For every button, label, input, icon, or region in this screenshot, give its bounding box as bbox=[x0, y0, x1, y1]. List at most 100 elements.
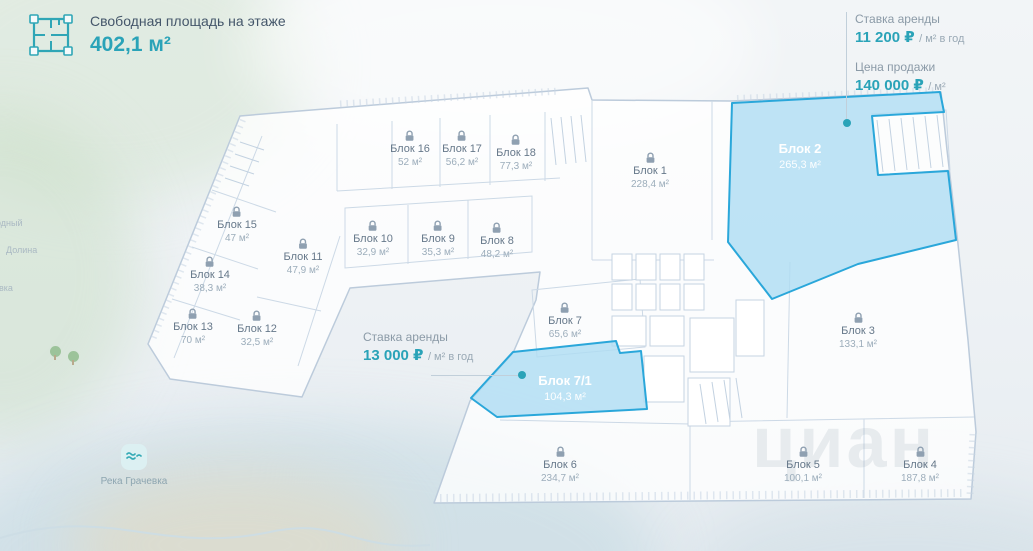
block-2-highlight[interactable] bbox=[727, 91, 957, 300]
lock-icon bbox=[561, 302, 569, 313]
rent-rate-label: Ставка аренды bbox=[855, 12, 940, 26]
header: Свободная площадь на этаже 402,1 м² bbox=[28, 13, 286, 57]
block-area: 35,3 м² bbox=[421, 246, 455, 258]
rent-rate-unit: / м² в год bbox=[919, 33, 965, 46]
rent-rate-unit: / м² в год bbox=[427, 351, 474, 364]
block-area: 32,5 м² bbox=[240, 336, 274, 348]
block-name: Блок 2 bbox=[778, 141, 822, 156]
block-area: 47 м² bbox=[224, 232, 250, 244]
block-name: Блок 16 bbox=[390, 143, 430, 155]
block-name: Блок 10 bbox=[353, 233, 393, 245]
rent-rate-label: Ставка аренды bbox=[363, 330, 448, 344]
block-area: 228,4 м² bbox=[630, 178, 670, 190]
sale-price-label: Цена продажи bbox=[855, 59, 936, 74]
lock-icon bbox=[253, 310, 261, 321]
sale-price-unit: / м² bbox=[928, 80, 946, 93]
block-area: 77,3 м² bbox=[499, 160, 533, 172]
block-name: Блок 1 bbox=[633, 165, 667, 177]
lock-icon bbox=[916, 446, 924, 457]
block-name: Блок 9 bbox=[421, 233, 455, 245]
lock-icon bbox=[646, 152, 654, 163]
block-area: 48,2 м² bbox=[480, 248, 514, 260]
callout-connector-dot bbox=[518, 371, 526, 379]
tree-icon bbox=[68, 351, 79, 365]
lock-icon bbox=[556, 446, 564, 457]
lock-icon bbox=[233, 206, 241, 217]
lock-icon bbox=[299, 238, 307, 249]
block-area: 52 м² bbox=[397, 156, 423, 168]
map-place-label: евка bbox=[0, 283, 13, 293]
block-name: Блок 3 bbox=[841, 325, 875, 337]
block-name: Блок 7/1 bbox=[538, 373, 592, 388]
block-area: 38,3 м² bbox=[193, 282, 227, 294]
rent-rate-value: 11 200 ₽ bbox=[855, 29, 915, 47]
block-name: Блок 17 bbox=[442, 143, 482, 155]
river-line bbox=[0, 525, 431, 547]
block-label[interactable]: Блок 7/1 104,3 м² bbox=[538, 373, 592, 404]
block-area: 32,9 м² bbox=[356, 246, 390, 258]
sale-price-value: 140 000 ₽ bbox=[855, 76, 924, 94]
rent-rate-value: 13 000 ₽ bbox=[363, 347, 424, 365]
block-area: 56,2 м² bbox=[445, 156, 479, 168]
lock-icon bbox=[458, 130, 466, 141]
lock-icon bbox=[406, 130, 414, 141]
river-icon bbox=[121, 444, 147, 470]
block-area: 234,7 м² bbox=[540, 472, 580, 484]
tree-icon bbox=[50, 346, 61, 360]
block-area: 47,9 м² bbox=[286, 264, 320, 276]
watermark: циан bbox=[752, 403, 937, 483]
page-title: Свободная площадь на этаже bbox=[90, 13, 286, 29]
river-label: Река Грачевка bbox=[100, 476, 168, 487]
lock-icon bbox=[512, 134, 520, 145]
map-place-label: Долина bbox=[6, 245, 38, 255]
block-label[interactable]: Блок 2 265,3 м² bbox=[778, 141, 822, 172]
callout-connector-line bbox=[846, 12, 847, 119]
block-area: 265,3 м² bbox=[779, 158, 821, 171]
block-name: Блок 6 bbox=[543, 459, 577, 471]
block-name: Блок 5 bbox=[786, 459, 820, 471]
callout-block-2: Ставка аренды 11 200 ₽ / м² в год Цена п… bbox=[855, 12, 964, 95]
lock-icon bbox=[493, 222, 501, 233]
callout-block-7-1: Ставка аренды 13 000 ₽ / м² в год bbox=[363, 330, 473, 366]
lock-icon bbox=[799, 446, 807, 457]
river-poi: Река Грачевка bbox=[97, 444, 171, 487]
elevator-core bbox=[611, 253, 765, 427]
lock-icon bbox=[189, 308, 197, 319]
block-area: 133,1 м² bbox=[838, 338, 878, 350]
block-name: Блок 7 bbox=[548, 315, 582, 327]
block-name: Блок 13 bbox=[173, 321, 213, 333]
block-area: 104,3 м² bbox=[544, 390, 586, 403]
stairs-hatch bbox=[224, 114, 944, 425]
callout-connector-dot bbox=[843, 119, 851, 127]
floorplan-icon bbox=[29, 14, 73, 56]
lock-icon bbox=[434, 220, 442, 231]
free-area-value: 402,1 м² bbox=[90, 33, 171, 56]
block-name: Блок 12 bbox=[237, 323, 277, 335]
block-name: Блок 14 bbox=[190, 269, 230, 281]
block-name: Блок 15 bbox=[217, 219, 257, 231]
wave-icon bbox=[126, 452, 142, 460]
block-area: 100,1 м² bbox=[783, 472, 823, 484]
lock-icon bbox=[369, 220, 377, 231]
wall-ticks bbox=[149, 87, 977, 502]
block-7-1-highlight[interactable] bbox=[470, 340, 648, 418]
callout-connector-line bbox=[431, 375, 519, 376]
